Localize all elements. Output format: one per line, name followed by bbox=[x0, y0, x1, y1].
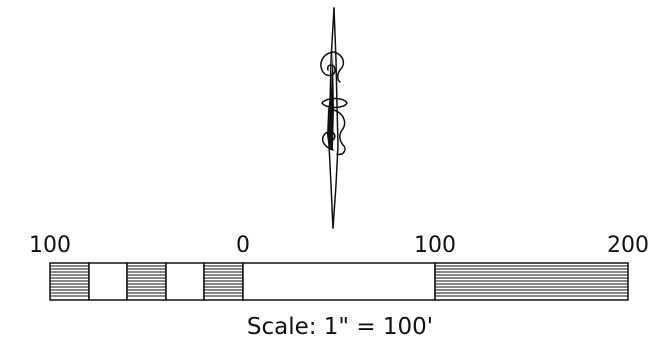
scale-label-zero: 0 bbox=[236, 233, 250, 258]
scale-segment-2-blank bbox=[88, 262, 128, 301]
scale-label-left-100: 100 bbox=[29, 233, 71, 258]
north-arrow-upper-scroll-right bbox=[333, 51, 345, 83]
scale-bar bbox=[49, 262, 629, 301]
scale-segment-5-hatched bbox=[203, 262, 244, 301]
north-arrow-needle-right bbox=[332, 7, 339, 229]
scale-label-right-100: 100 bbox=[414, 233, 456, 258]
north-arrow-upper-scroll bbox=[320, 51, 336, 77]
scale-segment-1-hatched bbox=[49, 262, 90, 301]
north-arrow-lower-scroll-right bbox=[333, 109, 346, 156]
north-arrow-lower-scroll bbox=[321, 130, 336, 151]
scale-segment-7-hatched bbox=[434, 262, 629, 301]
north-arrow-band bbox=[321, 97, 348, 109]
scale-label-right-200: 200 bbox=[607, 233, 649, 258]
scale-segment-6-blank bbox=[242, 262, 436, 301]
scale-segment-4-blank bbox=[165, 262, 205, 301]
north-arrow-icon bbox=[320, 7, 348, 229]
scale-caption: Scale: 1" = 100' bbox=[247, 314, 433, 340]
scale-segment-3-hatched bbox=[126, 262, 167, 301]
